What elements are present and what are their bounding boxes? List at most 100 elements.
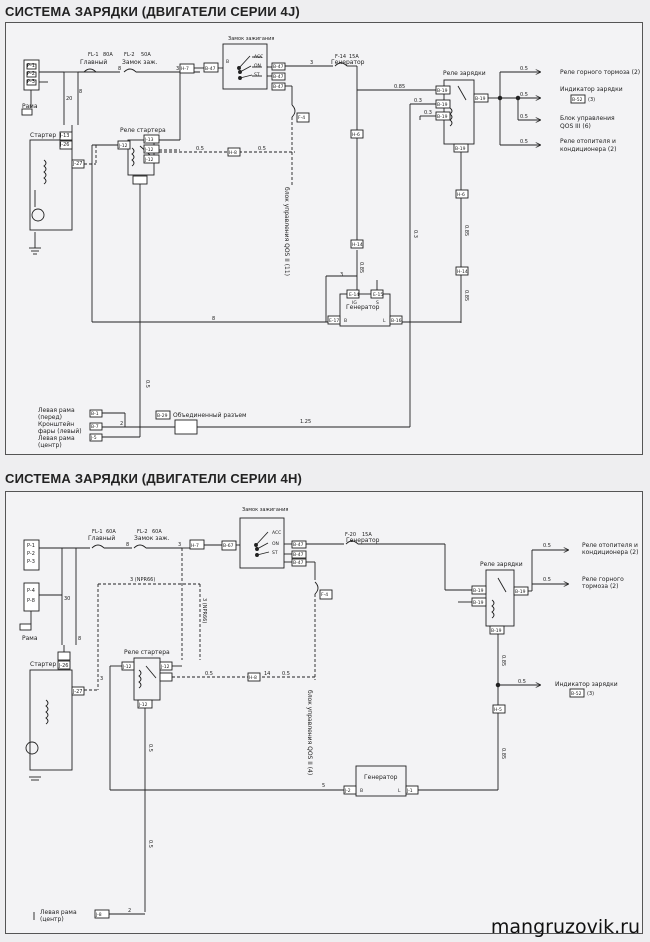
label-fuse-f2: FL-2 — [124, 52, 135, 58]
label-left-center2: (центр) — [38, 442, 62, 449]
wire-125: 1.25 — [300, 419, 311, 425]
starter-relay-box-4h — [133, 657, 161, 701]
label-fuse-f1: FL-1 — [88, 52, 99, 58]
label-dest-heater-b: кондиционера (2) — [560, 146, 616, 153]
label-j12c: J-12 — [144, 157, 154, 163]
label-b-term: B — [226, 59, 229, 65]
wire-4h-05a: 0.5 — [205, 671, 213, 677]
label-4h-b47b: B-47 — [293, 552, 304, 558]
label-p1: P-1 — [27, 63, 35, 69]
label-b19d: B-19 — [475, 96, 486, 102]
label-b47: B-47 — [205, 66, 216, 72]
frame-connector-block — [23, 59, 40, 91]
ground-connector-p6 — [21, 108, 33, 116]
wire-4h-5: 5 — [322, 783, 325, 789]
wire-05c: 0.5 — [520, 66, 528, 72]
label-starter: Стартер — [30, 132, 56, 139]
label-fuse-f1-name: Главный — [80, 59, 107, 66]
label-4h-fuse-f1-amp: 60A — [106, 529, 116, 535]
label-fuse-f1-amp: 80A — [103, 52, 113, 58]
generator-box-4h — [355, 765, 407, 797]
label-e15: E-15 — [373, 292, 383, 298]
label-4h-ignition: Замок зажигания — [242, 507, 288, 513]
wire-4h-05d: 0.5 — [543, 577, 551, 583]
label-4h-h7: H-7 — [191, 543, 199, 549]
label-ig: IG — [352, 300, 357, 306]
label-dest-heater: Реле отопителя и — [560, 138, 616, 145]
label-p3: P-3 — [27, 79, 35, 85]
wire-4h-085b: 0.85 — [500, 748, 506, 759]
label-4h-acc: ACC — [272, 530, 281, 536]
wire-4h-30: 30 — [64, 596, 70, 602]
label-4h-j12c: J-12 — [138, 702, 148, 708]
label-4h-j12: J-12 — [122, 664, 132, 670]
label-bracket: Кронштейн — [38, 421, 74, 428]
label-4h-b19b: B-19 — [473, 600, 484, 606]
label-4h-fuse-f1: FL-1 — [92, 529, 103, 535]
label-p2: P-2 — [27, 71, 35, 77]
connector-b29 — [155, 410, 171, 420]
label-j12b: J-12 — [144, 147, 154, 153]
label-dest-charge-indicator: Индикатор зарядки — [560, 86, 623, 93]
label-4h-ecu-qos: блок управления QOS II (4) — [306, 690, 313, 775]
label-fuse-f14-amp: 15A — [349, 54, 359, 60]
label-4h-on: ON — [272, 541, 279, 547]
label-rama: Рама — [22, 103, 38, 110]
label-4h-j2: J-2 — [344, 788, 351, 794]
label-4h-st: ST — [272, 550, 278, 556]
label-4h-p3: P-3 — [27, 559, 35, 565]
wire-4h-05e: 0.5 — [518, 679, 526, 685]
wire-05b: 0.5 — [258, 146, 266, 152]
wire-3c: 3 — [340, 272, 343, 278]
ignition-switch-box-4h — [239, 517, 285, 569]
wire-4h-8a: 8 — [78, 636, 81, 642]
wire-4h-3b: 3 — [100, 676, 103, 682]
label-h14b: H-14 — [457, 269, 468, 275]
wire-3b: 3 — [310, 60, 313, 66]
label-j27: J-27 — [72, 161, 82, 167]
label-left-front: Левая рама — [38, 407, 75, 414]
label-j13b: J-13 — [144, 137, 154, 143]
wire-8-gen: 8 — [212, 316, 215, 322]
wire-05g: 0.5 — [144, 380, 150, 388]
connector-h7 — [179, 63, 195, 74]
label-dest2b: (3) — [588, 97, 595, 103]
ignition-switch-box — [222, 43, 268, 90]
label-4h-starter: Стартер — [30, 661, 56, 668]
label-acc: ACC — [254, 54, 263, 60]
label-4h-fuse-f1-name: Главный — [88, 535, 115, 542]
label-4h-fuse-f2-name: Замок заж. — [134, 535, 170, 542]
label-st: ST — [254, 72, 260, 78]
label-b47b: B-47 — [273, 74, 284, 80]
label-h8: H-8 — [229, 150, 237, 156]
label-charge-relay: Реле зарядки — [443, 70, 486, 77]
label-4h-h8: H-8 — [249, 675, 257, 681]
label-h7: H-7 — [181, 66, 189, 72]
label-4h-b19c: B-19 — [515, 589, 526, 595]
wire-2: 2 — [120, 421, 123, 427]
wire-4h-14: 14 — [264, 671, 270, 677]
label-4h-fuse-f20: F-20 — [345, 532, 356, 538]
wire-4h-2: 2 — [128, 908, 131, 914]
connector-h8 — [227, 147, 241, 157]
connector-b47a — [271, 62, 286, 71]
label-fuse-f4: F-4 — [298, 115, 305, 121]
label-joint-connector: Объединенный разъем — [173, 412, 247, 419]
wire-085c: 0.85 — [463, 290, 469, 301]
wire-20: 20 — [66, 96, 72, 102]
label-4h-b67: B-67 — [223, 543, 234, 549]
label-4h-dest-heater-b: кондиционера (2) — [582, 549, 638, 556]
diagram-4h-frame — [5, 491, 643, 934]
label-4h-j12b: J-12 — [160, 664, 170, 670]
label-4h-fuse-f2: FL-2 — [137, 529, 148, 535]
label-b29: B-29 — [157, 413, 168, 419]
label-4h-h5: H-5 — [494, 707, 502, 713]
wire-03b: 0.3 — [424, 110, 432, 116]
label-e14: E-14 — [349, 292, 359, 298]
label-fuse-f2-name: Замок заж. — [122, 59, 158, 66]
label-e17: E-17 — [329, 318, 339, 324]
label-b16: B-16 — [391, 318, 402, 324]
wire-03a: 0.3 — [414, 98, 422, 104]
wire-085d: 0.85 — [358, 262, 364, 273]
